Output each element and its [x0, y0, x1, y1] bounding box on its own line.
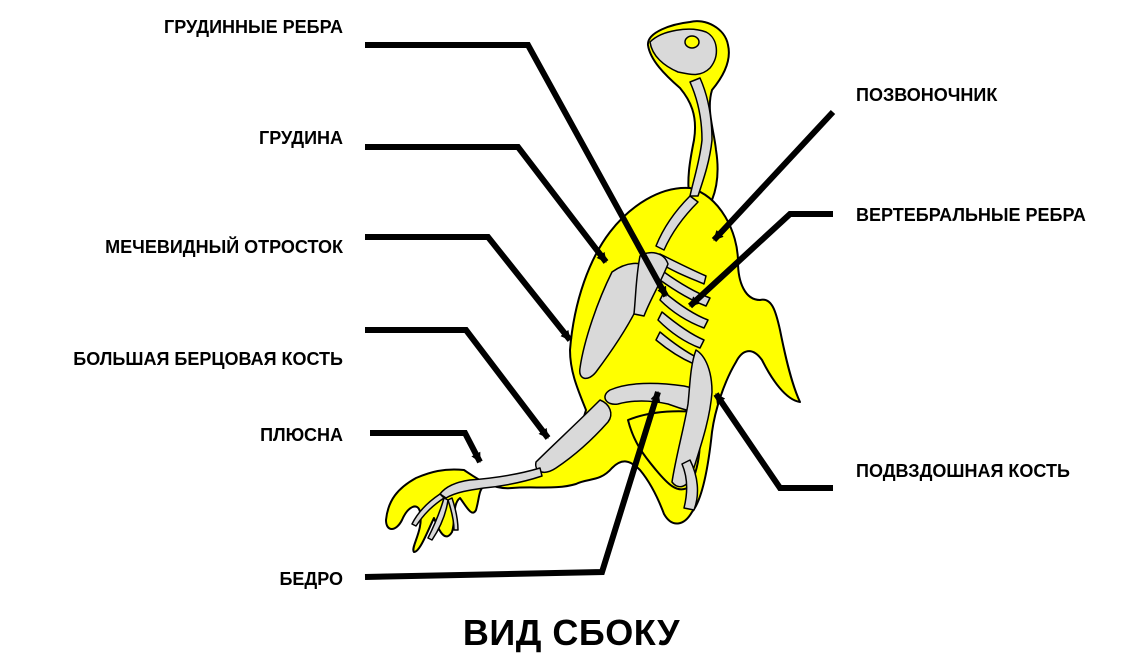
- bird-silhouette: [386, 21, 800, 552]
- leader-tibia: [365, 330, 548, 438]
- label-sternum: ГРУДИНА: [60, 128, 343, 148]
- leader-metatarsus: [370, 433, 480, 462]
- label-ilium: ПОДВЗДОШНАЯ КОСТЬ: [856, 461, 1070, 481]
- diagram-caption: ВИД СБОКУ: [0, 612, 1143, 654]
- label-femur: БЕДРО: [60, 569, 343, 589]
- label-vertebral-ribs: ВЕРТЕБРАЛЬНЫЕ РЕБРА: [856, 205, 1086, 225]
- leader-sternum: [365, 147, 606, 262]
- eye-socket: [685, 36, 699, 48]
- label-sternal-ribs: ГРУДИННЫЕ РЕБРА: [60, 17, 343, 37]
- leader-ilium: [716, 394, 833, 488]
- leader-spine: [714, 112, 833, 240]
- label-xiphoid: МЕЧЕВИДНЫЙ ОТРОСТОК: [20, 237, 343, 257]
- label-spine: ПОЗВОНОЧНИК: [856, 85, 997, 105]
- label-tibia: БОЛЬШАЯ БЕРЦОВАЯ КОСТЬ: [0, 349, 343, 369]
- label-metatarsus: ПЛЮСНА: [60, 425, 343, 445]
- leader-xiphoid: [365, 237, 570, 340]
